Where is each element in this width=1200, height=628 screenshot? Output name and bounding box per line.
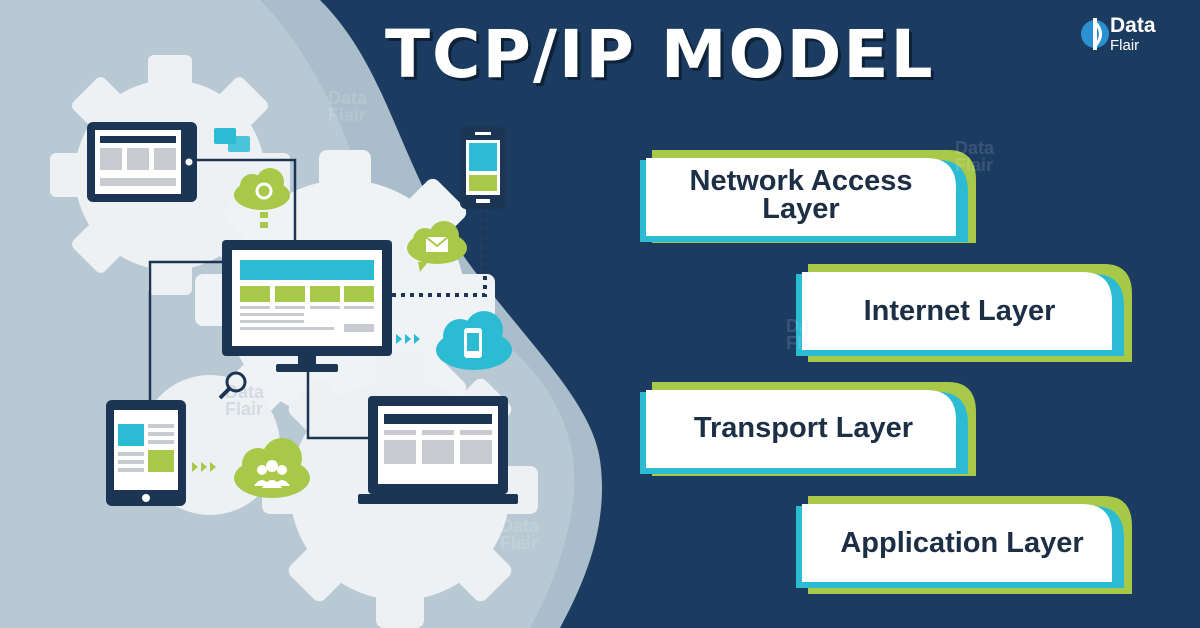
brand-word-data: Data	[1110, 14, 1156, 37]
magnifier-icon	[218, 371, 247, 400]
monitor-icon	[222, 240, 392, 372]
brand-logo[interactable]: Data Flair	[1080, 10, 1190, 58]
cloud-users-icon	[234, 438, 310, 498]
email-cloud-icon	[407, 221, 467, 272]
layer-tile-application	[796, 496, 1132, 594]
cloud-gear-icon	[234, 168, 290, 228]
brand-logo-icon	[1081, 18, 1109, 50]
chat-icon	[214, 128, 250, 152]
brand-word-flair: Flair	[1110, 37, 1140, 54]
layer-tile-network-access	[640, 150, 976, 243]
laptop-icon	[358, 396, 518, 504]
page-title: TCP/IP MODEL	[385, 16, 935, 93]
layer-label-transport: Transport Layer	[693, 412, 914, 444]
layer-label-internet: Internet Layer	[863, 295, 1056, 327]
tablet-portrait-icon	[106, 400, 186, 506]
cloud-phone-icon	[436, 311, 512, 370]
tablet-icon	[87, 122, 197, 202]
layer-label-application: Application Layer	[840, 527, 1084, 559]
smartphone-icon	[460, 127, 506, 209]
layer-tile-internet	[796, 264, 1132, 362]
layer-tile-transport	[640, 382, 976, 476]
